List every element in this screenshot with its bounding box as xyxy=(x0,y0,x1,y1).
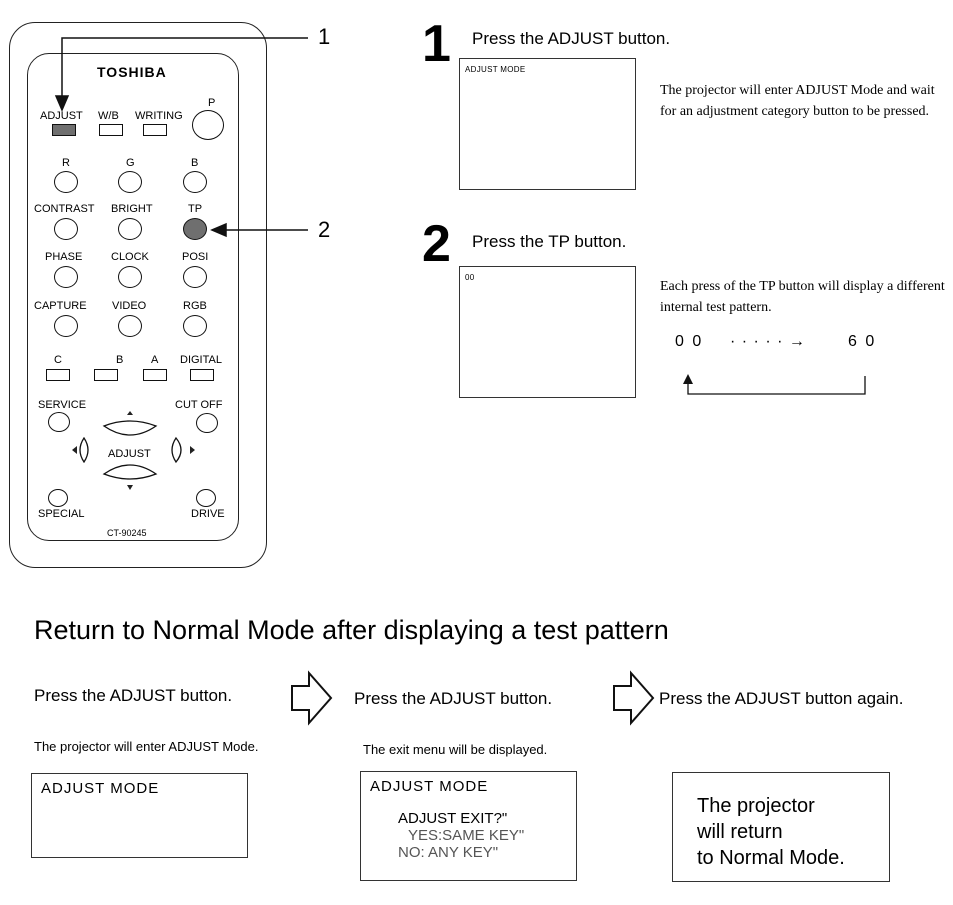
remote-model-number: CT-90245 xyxy=(107,528,147,538)
service-label: SERVICE xyxy=(38,399,87,411)
a-button[interactable] xyxy=(143,369,167,381)
remote-control-panel xyxy=(27,53,239,541)
up-triangle-icon xyxy=(127,411,133,415)
step1-title: Press the ADJUST button. xyxy=(472,29,671,48)
pattern-range-end: 6 0 xyxy=(848,333,877,350)
col3-box: The projector will return to Normal Mode… xyxy=(672,772,890,882)
col2-box-line3: YES:SAME KEY" xyxy=(408,827,525,844)
col2-box-line4: NO: ANY KEY" xyxy=(398,844,499,861)
col3-title: Press the ADJUST button again. xyxy=(659,689,904,708)
col3-box-line3: to Normal Mode. xyxy=(697,847,845,869)
col1-box-text: ADJUST MODE xyxy=(41,780,160,797)
pattern-range-dots: · · · · · → xyxy=(730,333,806,350)
step1-screen: ADJUST MODE xyxy=(459,58,636,190)
writing-label: WRITING xyxy=(135,110,183,122)
b-button[interactable] xyxy=(183,171,207,193)
return-section-title: Return to Normal Mode after displaying a… xyxy=(34,615,669,645)
posi-label: POSI xyxy=(182,251,209,263)
col2-box-line1: ADJUST MODE xyxy=(370,778,489,795)
step2-number: 2 xyxy=(422,215,451,273)
col3-box-line2: will return xyxy=(697,821,783,843)
clock-button[interactable] xyxy=(118,266,142,288)
left-arrow-button xyxy=(79,436,89,464)
contrast-button[interactable] xyxy=(54,218,78,240)
capture-label: CAPTURE xyxy=(34,300,87,312)
service-button[interactable] xyxy=(48,412,70,432)
adjust-pad-label: ADJUST xyxy=(108,448,151,460)
remote-brand: TOSHIBA xyxy=(97,64,167,80)
contrast-label: CONTRAST xyxy=(34,203,95,215)
digital-button[interactable] xyxy=(190,369,214,381)
down-triangle-icon xyxy=(127,485,133,490)
wb-label: W/B xyxy=(98,110,119,122)
step1-number: 1 xyxy=(422,15,451,73)
adjust-label: ADJUST xyxy=(40,110,83,122)
callout-one: 1 xyxy=(318,24,331,49)
step2-title: Press the TP button. xyxy=(472,232,627,251)
c-label: C xyxy=(54,354,62,366)
cutoff-label: CUT OFF xyxy=(175,399,223,411)
phase-button[interactable] xyxy=(54,266,78,288)
step2-screen-text: 00 xyxy=(465,273,475,282)
right-triangle-icon xyxy=(190,446,195,454)
col1-subtitle: The projector will enter ADJUST Mode. xyxy=(34,739,259,754)
special-label: SPECIAL xyxy=(38,508,85,520)
tp-label: TP xyxy=(188,203,203,215)
a-label: A xyxy=(151,354,159,366)
tp-button[interactable] xyxy=(183,218,207,240)
col3-box-line1: The projector xyxy=(697,795,815,817)
left-triangle-icon xyxy=(72,446,77,454)
step2-description: Each press of the TP button will display… xyxy=(660,279,945,315)
col1-title: Press the ADJUST button. xyxy=(34,686,233,705)
right-arrow-button xyxy=(171,436,182,464)
g-button[interactable] xyxy=(118,171,142,193)
p-label: P xyxy=(208,97,216,109)
col2-box-line2: ADJUST EXIT?" xyxy=(398,810,508,827)
loop-back-arrow xyxy=(683,374,866,395)
flow-arrow-2-icon xyxy=(613,670,655,726)
down-arrow-button xyxy=(102,464,158,480)
step1-screen-text: ADJUST MODE xyxy=(465,65,526,74)
video-button[interactable] xyxy=(118,315,142,337)
remote-control-body xyxy=(9,22,267,568)
video-label: VIDEO xyxy=(112,300,147,312)
phase-label: PHASE xyxy=(45,251,83,263)
wb-button[interactable] xyxy=(99,124,123,136)
step2-screen: 00 xyxy=(459,266,636,398)
adjust-button[interactable] xyxy=(52,124,76,136)
writing-button[interactable] xyxy=(143,124,167,136)
drive-label: DRIVE xyxy=(191,508,225,520)
capture-button[interactable] xyxy=(54,315,78,337)
bright-label: BRIGHT xyxy=(111,203,153,215)
b2-label: B xyxy=(116,354,124,366)
rgb-button[interactable] xyxy=(183,315,207,337)
col1-box: ADJUST MODE xyxy=(31,773,248,858)
r-label: R xyxy=(62,157,70,169)
g-label: G xyxy=(126,157,135,169)
b2-button[interactable] xyxy=(94,369,118,381)
direction-pad xyxy=(72,411,195,490)
b-label: B xyxy=(191,157,199,169)
clock-label: CLOCK xyxy=(111,251,149,263)
drive-button[interactable] xyxy=(196,489,216,507)
digital-label: DIGITAL xyxy=(180,354,222,366)
bright-button[interactable] xyxy=(118,218,142,240)
col2-subtitle: The exit menu will be displayed. xyxy=(363,742,548,757)
special-button[interactable] xyxy=(48,489,68,507)
flow-arrow-1-icon xyxy=(291,670,333,726)
r-button[interactable] xyxy=(54,171,78,193)
rgb-label: RGB xyxy=(183,300,207,312)
col2-title: Press the ADJUST button. xyxy=(354,689,553,708)
c-button[interactable] xyxy=(46,369,70,381)
p-button[interactable] xyxy=(192,110,224,140)
col2-box: ADJUST MODE ADJUST EXIT?" YES:SAME KEY" … xyxy=(360,771,577,881)
pattern-range-start: 0 0 xyxy=(675,333,704,350)
posi-button[interactable] xyxy=(183,266,207,288)
callout-two: 2 xyxy=(318,217,331,242)
up-arrow-button xyxy=(102,420,158,436)
callout-lines xyxy=(54,37,308,238)
cutoff-button[interactable] xyxy=(196,413,218,433)
step1-description: The projector will enter ADJUST Mode and… xyxy=(660,83,935,119)
